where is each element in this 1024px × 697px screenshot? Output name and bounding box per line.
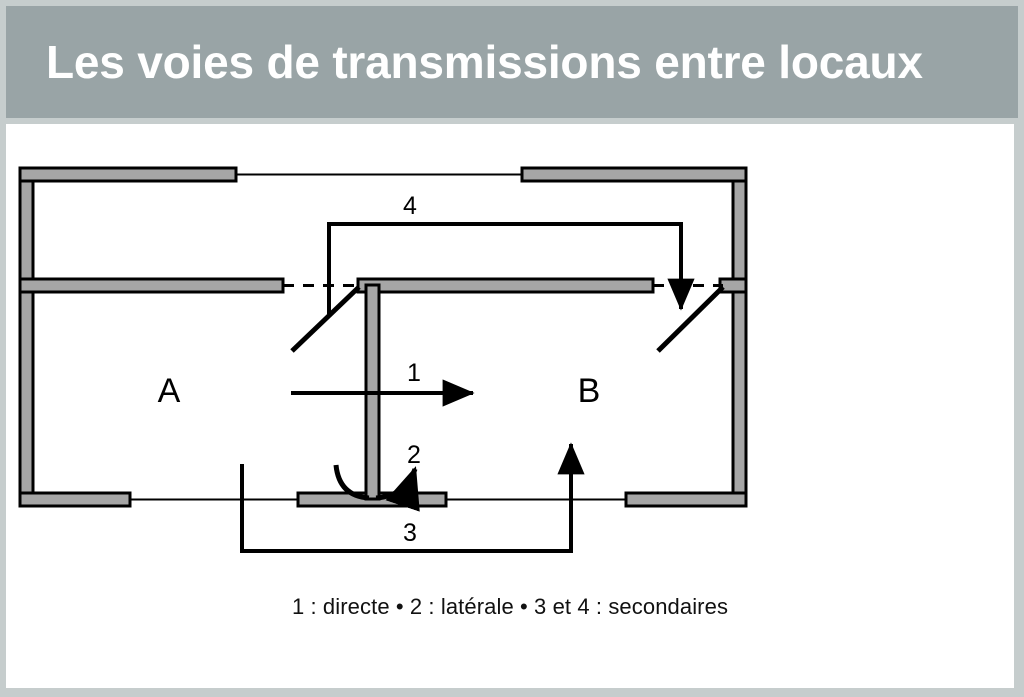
path-4-label: 4: [403, 192, 417, 220]
path-3-label: 3: [403, 519, 417, 547]
path-2-arc-left: [333, 464, 370, 501]
door-leaf-room-a: [290, 285, 361, 353]
wall-outer-left: [18, 166, 35, 508]
room-label-a: A: [158, 372, 181, 410]
transmission-path-4: 4: [327, 192, 695, 314]
transmission-path-2: 2: [333, 441, 421, 512]
wall-corridor-divider-right-stub: [718, 277, 748, 294]
door-leaf-room-b: [656, 285, 725, 353]
wall-top-right-segment: [520, 166, 748, 183]
transmission-path-1: 1: [291, 359, 475, 407]
room-label-b: B: [578, 372, 601, 410]
slide-header-bar: Les voies de transmissions entre locaux: [6, 6, 1018, 118]
wall-corridor-divider-right: [356, 277, 655, 294]
page-title: Les voies de transmissions entre locaux: [46, 36, 923, 88]
wall-outer-right: [731, 166, 748, 508]
wall-corridor-divider-left: [18, 277, 285, 294]
transmission-path-3: 3: [240, 442, 585, 553]
wall-top-left-segment: [18, 166, 238, 183]
building-walls: [18, 166, 748, 508]
slide-content-area: 4 1 2 3 A B 1 : directe • 2 : latéra: [6, 124, 1014, 688]
path-2-arc-right: [375, 466, 420, 512]
wall-bottom-right-segment: [624, 491, 748, 508]
wall-bottom-left-segment: [18, 491, 132, 508]
path-1-label: 1: [407, 359, 421, 387]
path-4-line: [327, 222, 695, 314]
path-3-line: [240, 442, 585, 553]
path-2-label: 2: [407, 441, 421, 469]
diagram-caption: 1 : directe • 2 : latérale • 3 et 4 : se…: [291, 594, 729, 619]
floor-plan-diagram: 4 1 2 3 A B: [18, 166, 748, 553]
